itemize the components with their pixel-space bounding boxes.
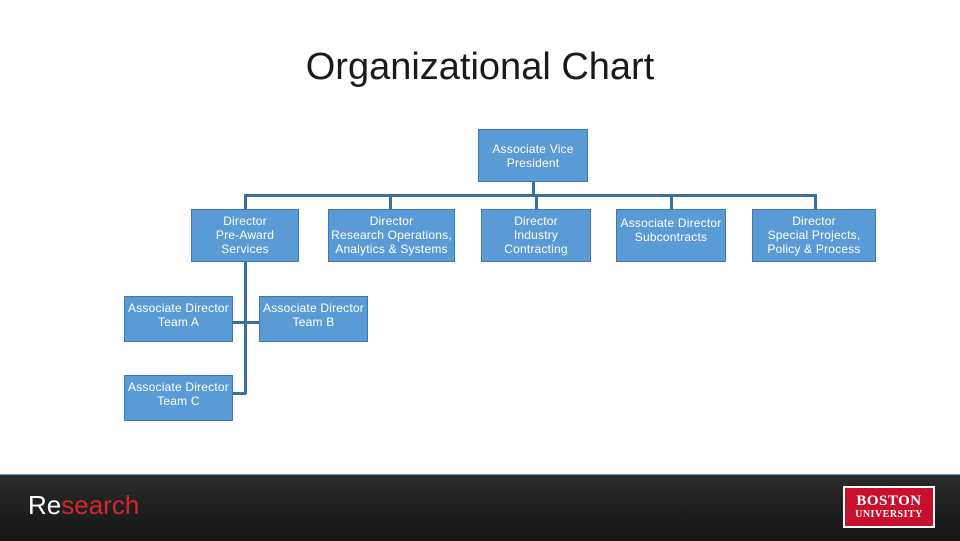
connector-director-2 — [389, 194, 392, 210]
org-node-director-special-projects: Director Special Projects, Policy & Proc… — [752, 209, 876, 262]
connector-preaward-down — [244, 261, 247, 394]
connector-director-4 — [670, 194, 673, 210]
research-wordmark: Research — [28, 490, 139, 521]
connector-director-3 — [535, 194, 538, 210]
org-node-director-pre-award: Director Pre-Award Services — [191, 209, 299, 262]
org-node-label: Director Pre-Award Services — [215, 214, 275, 256]
page-number: 3 — [680, 504, 688, 519]
connector-team-c — [232, 392, 246, 395]
wordmark-part-1: Re — [28, 490, 62, 520]
org-node-director-research-operations: Director Research Operations, Analytics … — [328, 209, 455, 262]
logo-line-2: UNIVERSITY — [855, 508, 923, 520]
connector-root-down — [532, 181, 535, 196]
org-node-team-a: Associate Director Team A — [124, 296, 233, 342]
org-node-associate-vice-president: Associate Vice President — [478, 129, 588, 182]
org-node-label: Director Research Operations, Analytics … — [331, 214, 452, 256]
connector-team-a — [232, 321, 246, 324]
logo-line-1: BOSTON — [856, 492, 922, 509]
org-node-label: Associate Director Team C — [128, 380, 229, 408]
connector-team-b — [244, 321, 260, 324]
connector-director-bus — [244, 194, 817, 197]
org-node-label: Director Special Projects, Policy & Proc… — [767, 214, 861, 256]
org-node-label: Associate Director Team B — [263, 301, 364, 329]
org-node-label: Associate Vice President — [492, 141, 574, 170]
org-node-label: Associate Director Team A — [128, 301, 229, 329]
org-node-label: Associate Director Subcontracts — [620, 215, 722, 244]
connector-director-1 — [244, 194, 247, 210]
org-node-team-b: Associate Director Team B — [259, 296, 368, 342]
org-node-associate-director-subcontracts: Associate Director Subcontracts — [616, 209, 726, 262]
connector-director-5 — [814, 194, 817, 210]
org-node-team-c: Associate Director Team C — [124, 375, 233, 421]
wordmark-part-2: search — [61, 490, 140, 520]
org-node-label: Director Industry Contracting — [504, 214, 568, 256]
footer-bar — [0, 474, 960, 541]
page-title: Organizational Chart — [305, 46, 655, 88]
org-node-director-industry-contracting: Director Industry Contracting — [481, 209, 591, 262]
boston-university-logo: BOSTON UNIVERSITY — [843, 486, 935, 528]
